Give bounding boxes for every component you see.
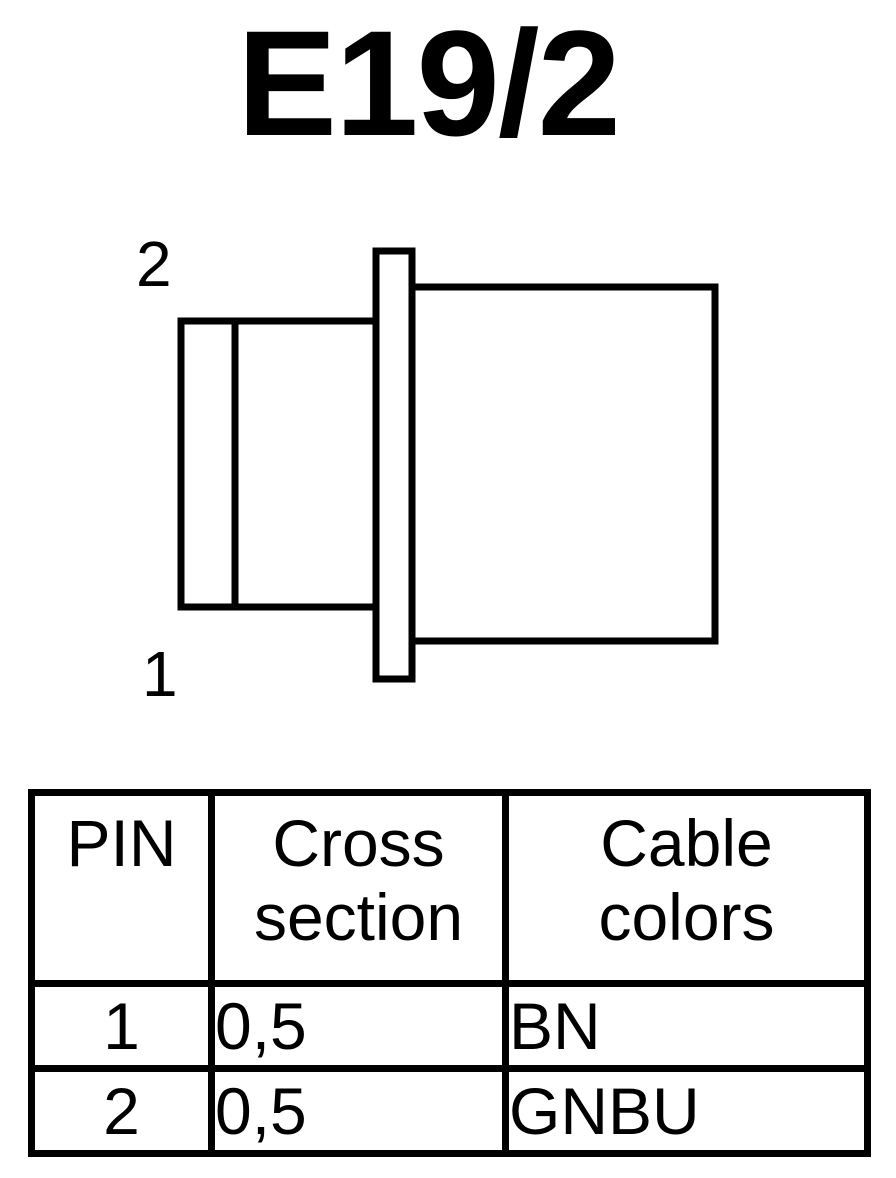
connector-housing: [408, 283, 719, 645]
table-row: 1 0,5 BN: [28, 980, 871, 1072]
cross-section-value: 0,5: [208, 1065, 509, 1157]
cable-color-value: GNBU: [502, 1065, 871, 1157]
pin-1-label: 1: [142, 638, 178, 710]
header-cross-section: Cross section: [208, 789, 509, 987]
pin-2-label: 2: [136, 228, 172, 300]
pin-table: PIN Cross section Cable colors 1 0,5 BN …: [28, 789, 871, 1157]
header-pin: PIN: [28, 789, 215, 987]
cross-section-value: 0,5: [208, 980, 509, 1072]
connector-drawing: [177, 247, 719, 683]
pin-number: 2: [28, 1065, 215, 1157]
connector-plug-body: [177, 317, 382, 611]
table-header-row: PIN Cross section Cable colors: [28, 789, 871, 987]
connector-flange: [372, 247, 416, 683]
table-row: 2 0,5 GNBU: [28, 1065, 871, 1157]
header-cable-colors: Cable colors: [502, 789, 871, 987]
cable-color-value: BN: [502, 980, 871, 1072]
pin-number: 1: [28, 980, 215, 1072]
connector-title: E19/2: [237, 0, 621, 167]
